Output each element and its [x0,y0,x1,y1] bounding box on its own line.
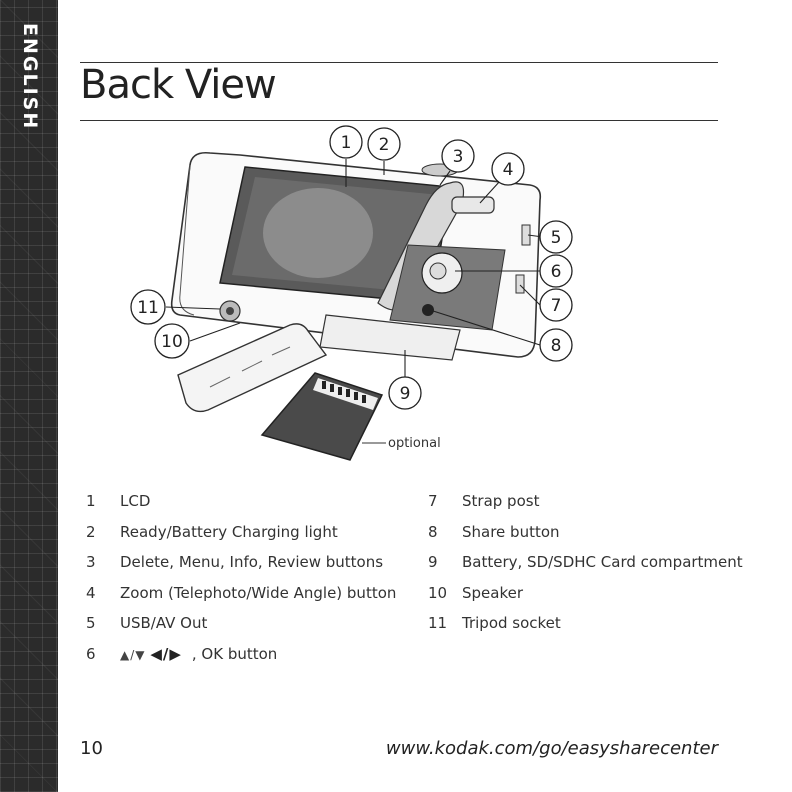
callout-10: 10 [161,332,183,352]
legend-item: 11 Tripod socket [428,614,743,645]
legend-number: 1 [86,492,96,510]
share-button [422,304,434,316]
callout-7: 7 [551,296,562,316]
page-number: 10 [80,738,103,759]
title-rule [80,120,718,121]
legend-text: Battery, SD/SDHC Card compartment [462,553,743,571]
legend-item: 1 LCD [86,492,396,523]
direction-arrows-icon: ▲/▼ ◀/▶ [120,644,182,663]
legend-text: Zoom (Telephoto/Wide Angle) button [120,583,397,602]
battery-compartment [319,314,461,361]
legend-number: 5 [86,614,96,632]
legend-text: Tripod socket [462,614,561,632]
callout-5: 5 [551,228,562,248]
legend-number: 4 [86,583,96,602]
strap-post [515,274,525,294]
legend-text: USB/AV Out [120,614,208,632]
zoom-button [451,196,495,214]
legend-number: 3 [86,553,96,571]
camera-back-view-figure: optional [130,125,600,470]
page-title: Back View [80,62,277,108]
callout-1: 1 [341,133,352,153]
camera-body-edge [179,164,195,316]
legend-item: 8 Share button [428,523,743,554]
legend-number: 9 [428,553,438,571]
legend-item: 7 Strap post [428,492,743,523]
legend-text: , OK button [191,644,278,663]
legend-text: Delete, Menu, Info, Review buttons [120,553,384,571]
legend-number: 2 [86,522,96,541]
callout-6: 6 [551,262,562,282]
footer-url-link[interactable]: www.kodak.com/go/easysharecenter [385,738,718,759]
top-rule [80,62,718,63]
legend-text: Share button [462,522,560,541]
callout-4: 4 [503,160,514,180]
camera-illustration: optional [130,125,573,461]
legend-number: 7 [428,492,438,510]
lcd-reflection [263,188,373,278]
legend-number: 11 [428,614,448,632]
optional-label: optional [388,436,441,451]
language-label: ENGLISH [19,23,41,131]
legend-text: Speaker [462,583,524,602]
legend-text: Ready/Battery Charging light [120,522,338,541]
legend-number: 8 [428,522,438,541]
legend-item: 10 Speaker [428,584,743,615]
legend-number: 6 [86,644,96,663]
callout-2: 2 [379,135,390,155]
legend-item: 4 Zoom (Telephoto/Wide Angle) button [86,584,396,615]
legend-item: 5 USB/AV Out [86,614,396,645]
legend-number: 10 [428,583,448,602]
legend-text: Strap post [462,492,540,510]
callout-3: 3 [453,147,464,167]
legend-item: 2 Ready/Battery Charging light [86,523,396,554]
callout-9: 9 [400,384,411,404]
battery-door [177,323,328,413]
legend-item: 9 Battery, SD/SDHC Card compartment [428,553,743,584]
legend-text: LCD [120,492,151,510]
callout-11: 11 [137,298,159,318]
legend-right-column: 7 Strap post 8 Share button 9 Battery, S… [428,492,743,645]
side-language-tab: ENGLISH [0,0,58,792]
ok-center [429,262,447,280]
legend-item: 6 ▲/▼ ◀/▶ , OK button [86,645,396,676]
legend-item: 3 Delete, Menu, Info, Review buttons [86,553,396,584]
legend-left-column: 1 LCD 2 Ready/Battery Charging light 3 D… [86,492,396,675]
callout-8: 8 [551,336,562,356]
